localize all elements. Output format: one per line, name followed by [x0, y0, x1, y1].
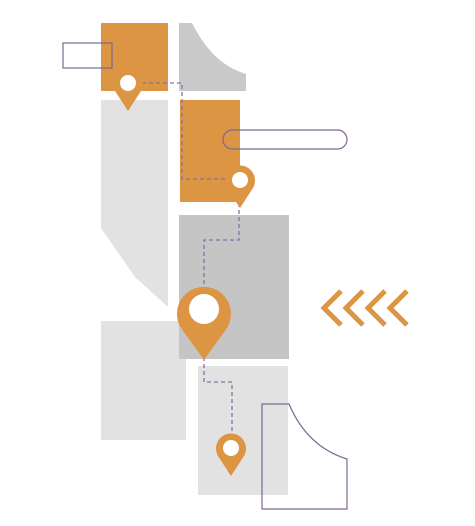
outline-rect-small — [62, 42, 113, 69]
location-pin-icon — [216, 433, 246, 476]
outline-pill — [222, 129, 348, 150]
block-top-right — [179, 23, 246, 91]
route-dashed-line — [128, 82, 240, 450]
block-left-bottom — [101, 321, 186, 440]
location-pin-icon — [113, 68, 143, 111]
chevrons-left-icon — [320, 289, 409, 327]
block-left-tall — [101, 100, 168, 307]
outline-curved-shape — [261, 403, 348, 510]
location-pin-icon — [177, 286, 231, 360]
location-pin-icon — [225, 165, 256, 208]
block-bottom-right — [198, 366, 288, 495]
